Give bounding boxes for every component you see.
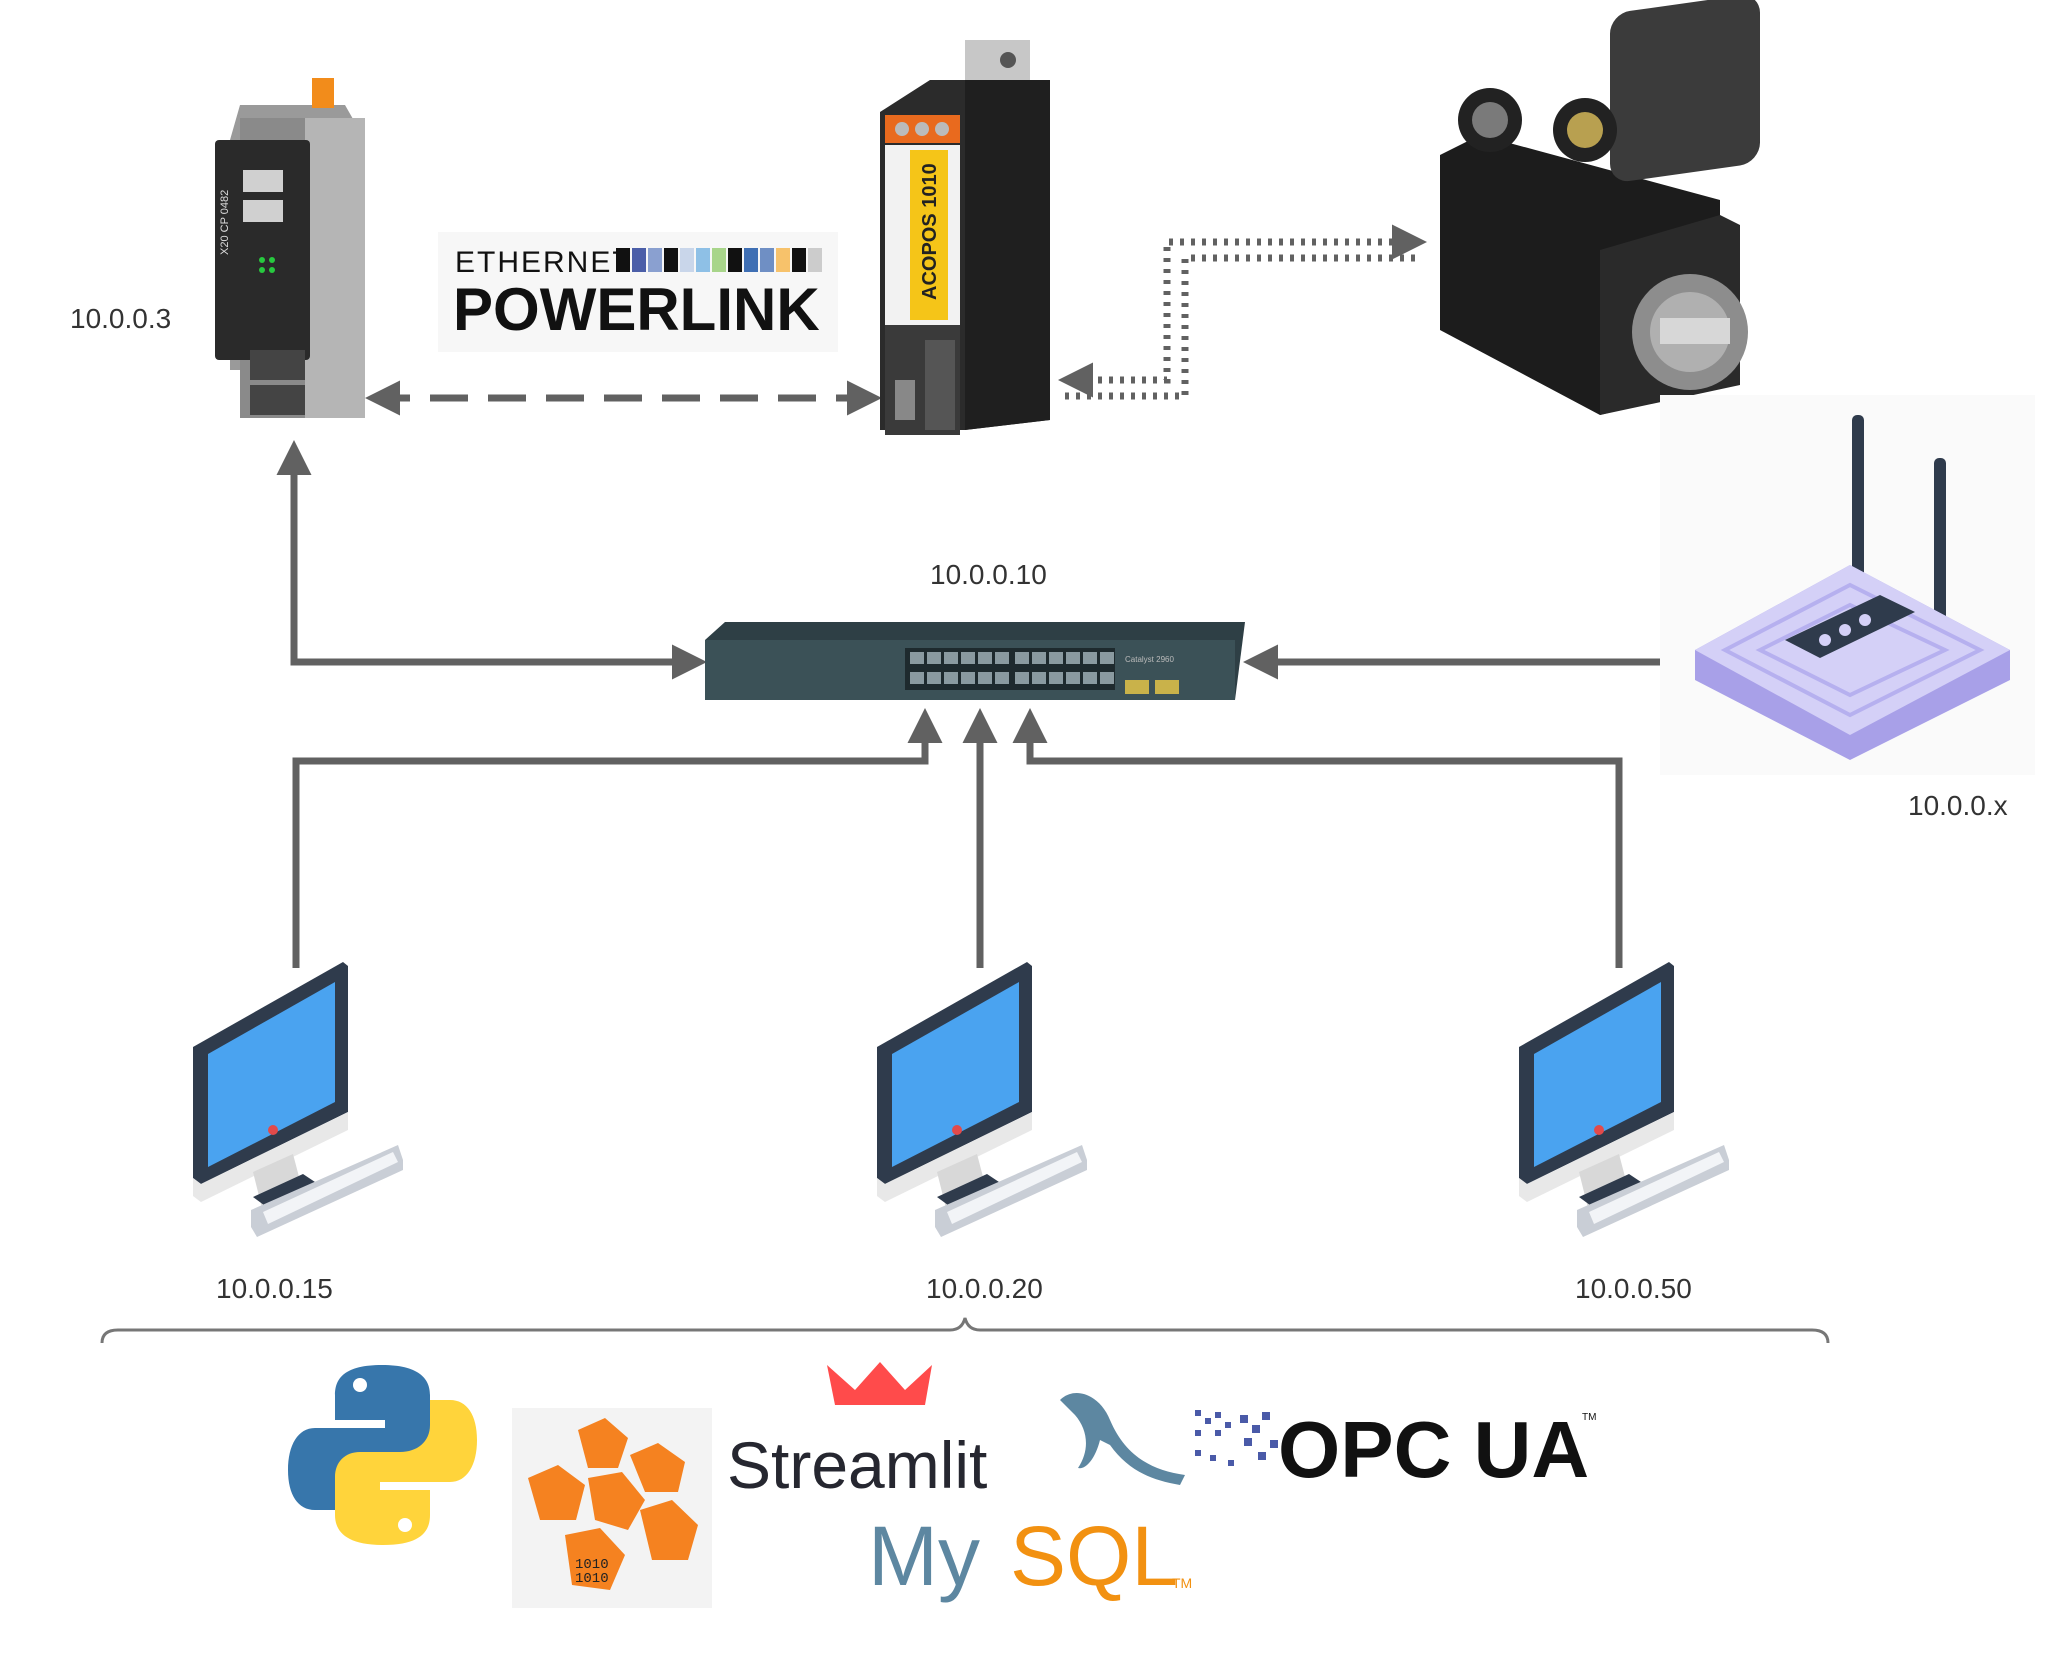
pc-left-ip-label: 10.0.0.15	[216, 1273, 333, 1304]
automation-tiles-logo: 1010 1010	[512, 1408, 712, 1608]
router-ip-label: 10.0.0.x	[1908, 790, 2008, 821]
plc-model-label: X20 CP 0482	[219, 190, 231, 255]
switch-model-label: Catalyst 2960	[1125, 655, 1174, 664]
powerlink-logo-line1: ETHERNET	[455, 246, 633, 279]
connectors	[276, 224, 1695, 968]
mysql-logo-sql: SQL	[1010, 1509, 1178, 1603]
pc-center-screen	[892, 982, 1019, 1167]
powerlink-color-bar	[616, 248, 822, 272]
plc-ip-label: 10.0.0.3	[70, 303, 171, 334]
mysql-logo-tm: TM	[1172, 1575, 1192, 1591]
wifi-router-device[interactable]	[1660, 395, 2035, 775]
pc-left-device[interactable]	[193, 962, 403, 1237]
motor-cable-link-b	[1065, 254, 1420, 400]
opcua-logo-tm: TM	[1582, 1412, 1596, 1423]
drive-model-label: ACOPOS 1010	[919, 163, 941, 300]
python-logo	[288, 1365, 477, 1545]
streamlit-logo: Streamlit	[727, 1362, 987, 1502]
pc-right-device[interactable]	[1519, 962, 1729, 1237]
mysql-logo: My SQL TM	[868, 1392, 1192, 1603]
plc-orange-latch	[312, 78, 334, 108]
opcua-pixel-pattern	[1195, 1410, 1278, 1466]
pc-right-switch-link	[1012, 708, 1623, 968]
pc-center-ip-label: 10.0.0.20	[926, 1273, 1043, 1304]
mysql-logo-my: My	[868, 1509, 980, 1603]
opcua-logo: OPC UA TM	[1195, 1405, 1596, 1494]
servo-drive-device[interactable]: ACOPOS 1010	[880, 40, 1050, 435]
pc-center-device[interactable]	[877, 962, 1087, 1237]
mysql-dolphin-icon	[1060, 1392, 1185, 1485]
svg-text:1010: 1010	[575, 1557, 609, 1573]
pc-left-screen	[208, 982, 335, 1167]
powerlink-logo-line2: POWERLINK	[453, 276, 820, 343]
switch-ip-label: 10.0.0.10	[930, 559, 1047, 590]
router-antenna-left	[1852, 415, 1864, 595]
router-antenna-right	[1934, 458, 1946, 638]
motor-cable-link-a	[1058, 224, 1427, 398]
pc-right-screen	[1534, 982, 1661, 1167]
software-stack-brace	[100, 1317, 1830, 1344]
switch-ports	[910, 652, 1114, 684]
opcua-logo-text: OPC UA	[1278, 1405, 1589, 1494]
pc-left-switch-link	[292, 708, 943, 968]
ethernet-powerlink-logo: ETHERNET POWERLINK	[438, 232, 838, 352]
pc-right-ip-label: 10.0.0.50	[1575, 1273, 1692, 1304]
servo-motor-device[interactable]	[1440, 0, 1760, 415]
plc-switch-link	[276, 440, 707, 680]
svg-text:1010: 1010	[575, 1571, 609, 1587]
drive-yellow-label	[910, 150, 948, 320]
plc-device[interactable]: X20 CP 0482	[215, 78, 365, 418]
streamlit-crown-icon	[827, 1362, 932, 1405]
network-switch-device[interactable]: Catalyst 2960	[705, 622, 1245, 700]
streamlit-logo-text: Streamlit	[727, 1428, 987, 1502]
